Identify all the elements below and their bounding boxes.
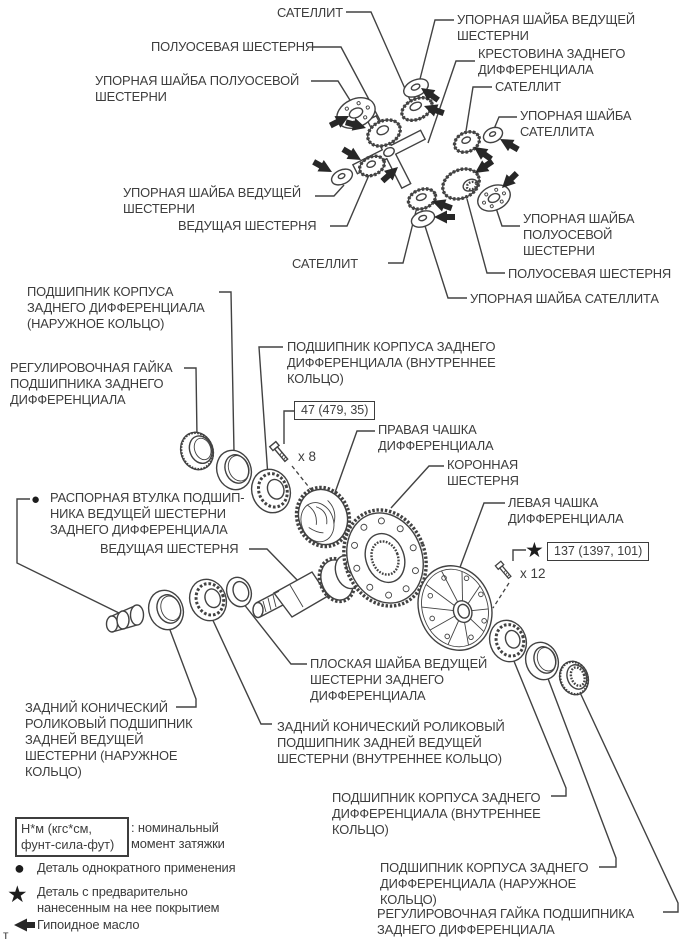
label-drive-pinion: ВЕДУЩАЯ ШЕСТЕРНЯ [100, 541, 239, 556]
label-case-bearing-inner-right: ПОДШИПНИК КОРПУСА ЗАДНЕГО ДИФФЕРЕНЦИАЛА … [332, 790, 541, 837]
pinion-flat-washer-part [225, 576, 253, 608]
leader-lines [16, 11, 679, 913]
hypoid-oil-arrow-icon [434, 210, 455, 224]
satellite-thrust-washer-part-left [330, 168, 354, 186]
label-satellite-left: САТЕЛЛИТ [292, 256, 358, 271]
satellite-gear-part-bottom [406, 187, 438, 211]
label-side-gear-top-left: ПОЛУОСЕВАЯ ШЕСТЕРНЯ [151, 39, 315, 54]
label-flat-washer: ПЛОСКАЯ ШАЙБА ВЕДУЩЕЙ ШЕСТЕРНИ ЗАДНЕГО Д… [310, 656, 488, 703]
case-bearing-outer-ring-left-part [215, 449, 253, 491]
corner-char: т [3, 928, 9, 942]
label-satellite-thrust-washer-bottom: УПОРНАЯ ШАЙБА САТЕЛЛИТА [470, 291, 659, 306]
torque-spec-bearing-cap: 47 (479, 35) [294, 401, 376, 420]
label-case-bearing-inner-left: ПОДШИПНИК КОРПУСА ЗАДНЕГО ДИФФЕРЕНЦИАЛА … [287, 339, 496, 386]
hypoid-oil-legend-arrow-icon [14, 918, 35, 932]
satellite-thrust-washer-part-right [482, 126, 504, 144]
hypoid-oil-arrow-icon [310, 156, 336, 178]
legend-torque-unit-desc: : номинальный момент затяжки [131, 820, 225, 851]
side-gear-part-top-left [366, 118, 402, 148]
satellite-gear-part-right [452, 130, 482, 154]
label-case-bearing-outer-right: ПОДШИПНИК КОРПУСА ЗАДНЕГО ДИФФЕРЕНЦИАЛА … [380, 860, 589, 907]
label-adjusting-nut-right: РЕГУЛИРОВОЧНАЯ ГАЙКА ПОДШИПНИКА ЗАДНЕГО … [377, 906, 635, 937]
torque-spec-ring-gear: 137 (1397, 101) [547, 542, 650, 561]
side-gear-part-right [441, 167, 481, 201]
legend-single-use: Деталь однократного применения [37, 860, 236, 875]
bearing-cap-bolt [268, 440, 289, 463]
label-right-case: ПРАВАЯ ЧАШКА ДИФФЕРЕНЦИАЛА [378, 422, 494, 453]
legend-hypoid-oil: Гипоидное масло [37, 917, 140, 932]
label-ring-gear: КОРОННАЯ ШЕСТЕРНЯ [447, 457, 519, 488]
adjusting-nut-right-part [558, 660, 590, 696]
drive-gear-part-top [400, 95, 434, 123]
label-side-gear-thrust-washer-right: УПОРНАЯ ШАЙБА ПОЛУОСЕВОЙ ШЕСТЕРНИ [523, 211, 635, 258]
case-bearing-inner-right-part [488, 619, 528, 663]
bolt-count-x12: x 12 [520, 566, 546, 581]
satellite-gear-part-left [357, 154, 387, 178]
side-gear-thrust-washer-part-right [477, 184, 511, 212]
label-case-bearing-outer-left: ПОДШИПНИК КОРПУСА ЗАДНЕГО ДИФФЕРЕНЦИАЛА … [27, 284, 205, 331]
label-satellite-thrust-washer-right: УПОРНАЯ ШАЙБА САТЕЛЛИТА [520, 108, 632, 139]
pinion-bearing-outer-ring-part [147, 589, 185, 631]
label-spider: КРЕСТОВИНА ЗАДНЕГО ДИФФЕРЕНЦИАЛА [478, 46, 626, 77]
precoated-star-icon: ★ [525, 539, 544, 562]
ring-gear-part [342, 508, 428, 608]
bolt-count-x8: x 8 [298, 449, 317, 464]
label-pinion-bearing-inner: ЗАДНИЙ КОНИЧЕСКИЙ РОЛИКОВЫЙ ПОДШИПНИК ЗА… [277, 719, 505, 766]
satellite-thrust-washer-part-bottom [410, 210, 436, 228]
single-use-bullet-icon: ● [31, 491, 41, 508]
drive-gear-thrust-washer-part-top [403, 78, 429, 98]
label-left-case: ЛЕВАЯ ЧАШКА ДИФФЕРЕНЦИАЛА [508, 495, 624, 526]
label-satellite-top: САТЕЛЛИТ [277, 5, 343, 20]
case-bearing-outer-ring-right-part [524, 641, 560, 681]
label-drive-gear-top: ВЕДУЩАЯ ШЕСТЕРНЯ [178, 218, 317, 233]
label-adjusting-nut-left: РЕГУЛИРОВОЧНАЯ ГАЙКА ПОДШИПНИКА ЗАДНЕГО … [10, 360, 173, 407]
pinion-bearing-inner-part [188, 578, 228, 622]
label-side-gear-thrust-washer-top-left: УПОРНАЯ ШАЙБА ПОЛУОСЕВОЙ ШЕСТЕРНИ [95, 73, 300, 104]
star-icon: ★ [7, 881, 28, 907]
case-bearing-inner-left-part [250, 468, 292, 514]
adjusting-nut-left-part [179, 431, 215, 471]
label-drive-gear-thrust-washer-left: УПОРНАЯ ШАЙБА ВЕДУЩЕЙ ШЕСТЕРНИ [123, 185, 301, 216]
label-drive-gear-thrust-washer-top-right: УПОРНАЯ ШАЙБА ВЕДУЩЕЙ ШЕСТЕРНИ [457, 12, 635, 43]
label-side-gear-right: ПОЛУОСЕВАЯ ШЕСТЕРНЯ [508, 266, 672, 281]
label-pinion-bearing-outer: ЗАДНИЙ КОНИЧЕСКИЙ РОЛИКОВЫЙ ПОДШИПНИК ЗА… [25, 700, 193, 779]
right-differential-case-part [294, 485, 352, 549]
legend-precoated: Деталь с предварительно нанесенным на не… [37, 884, 220, 915]
spacer-bushing-part [105, 604, 145, 633]
bullet-icon: ● [14, 858, 25, 878]
left-differential-case-part [417, 565, 493, 651]
legend-torque-unit-box: Н*м (кгс*см, фунт-сила-фут) [15, 817, 129, 857]
label-satellite-right: САТЕЛЛИТ [495, 79, 561, 94]
ring-gear-bolt [494, 560, 512, 580]
label-spacer-bushing: РАСПОРНАЯ ВТУЛКА ПОДШИП- НИКА ВЕДУЩЕЙ ШЕ… [50, 490, 245, 537]
